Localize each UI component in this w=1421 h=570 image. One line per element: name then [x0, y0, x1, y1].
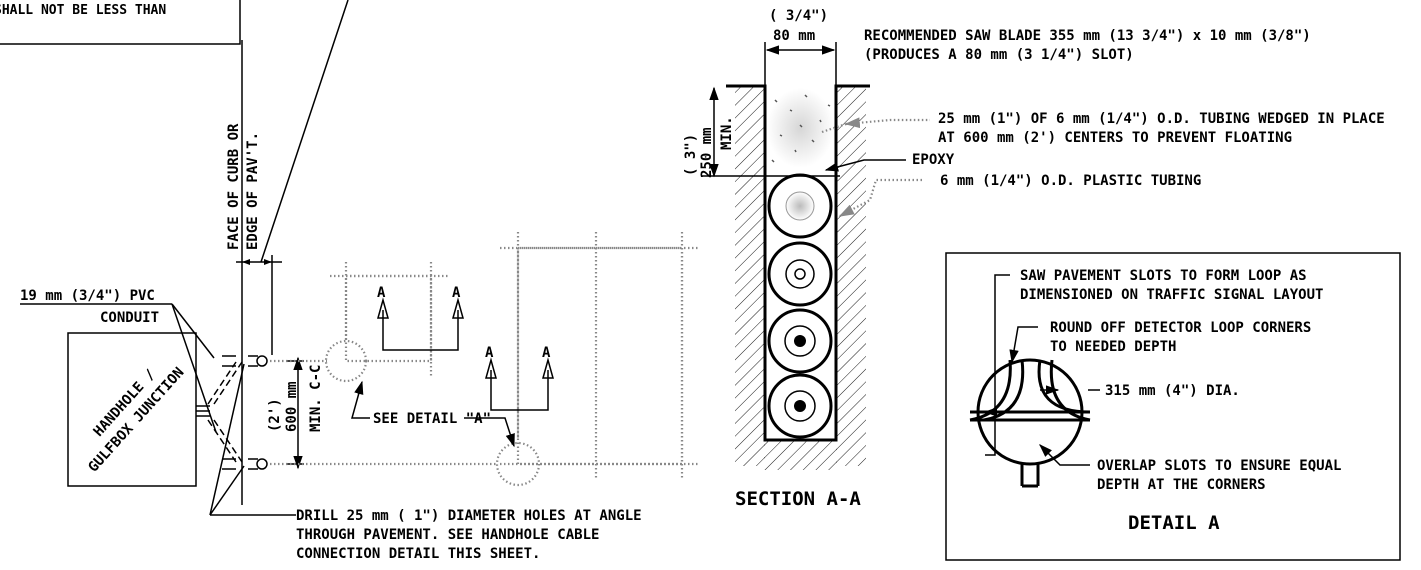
- section-markers: A A A A: [377, 285, 554, 411]
- slot-depth-min: MIN.: [719, 116, 735, 150]
- slot-depth-metric: 250 mm: [699, 127, 715, 178]
- detail-note-2-line1: ROUND OFF DETECTOR LOOP CORNERS: [1050, 320, 1311, 336]
- slot-width-imperial: ( 3/4"): [769, 8, 828, 24]
- saw-blade-note-2: (PRODUCES A 80 mm (3 1/4") SLOT): [864, 47, 1134, 63]
- slot-outline: [726, 84, 870, 442]
- face-of-curb-label-1: FACE OF CURB OR: [226, 123, 242, 250]
- detail-note-2-line2: TO NEEDED DEPTH: [1050, 339, 1176, 355]
- see-detail-label: SEE DETAIL "A": [373, 411, 491, 427]
- spacing-label-1: (2'): [267, 398, 283, 432]
- detail-note-1-line2: DIMENSIONED ON TRAFFIC SIGNAL LAYOUT: [1020, 287, 1323, 303]
- section-marker-a2: A: [452, 285, 461, 301]
- detail-circle-1: [324, 339, 368, 383]
- face-of-curb-label-2: EDGE OF PAV'T.: [245, 132, 261, 250]
- detail-note-3-line1: OVERLAP SLOTS TO ENSURE EQUAL: [1097, 458, 1341, 474]
- tubing-wedge-note-1: 25 mm (1") OF 6 mm (1/4") O.D. TUBING WE…: [938, 111, 1385, 127]
- detail-note-3-line2: DEPTH AT THE CORNERS: [1097, 477, 1266, 493]
- saw-blade-note-1: RECOMMENDED SAW BLADE 355 mm (13 3/4") x…: [864, 28, 1311, 44]
- detail-diameter-label: 315 mm (4") DIA.: [1105, 383, 1240, 399]
- detail-a-frame: [945, 252, 1401, 561]
- soil-hatch-left: [735, 86, 765, 466]
- pvc-label-2: CONDUIT: [100, 310, 159, 326]
- drill-note-2: THROUGH PAVEMENT. SEE HANDHOLE CABLE: [296, 527, 599, 543]
- section-marker-a1: A: [377, 285, 386, 301]
- tubing-wedge-note-2: AT 600 mm (2') CENTERS TO PREVENT FLOATI…: [938, 130, 1292, 146]
- drill-note-1: DRILL 25 mm ( 1") DIAMETER HOLES AT ANGL…: [296, 508, 642, 524]
- epoxy-label: EPOXY: [912, 152, 955, 168]
- slot-depth-imperial: ( 3"): [683, 134, 699, 176]
- handhole-box: [67, 332, 197, 487]
- detail-note-1-line1: SAW PAVEMENT SLOTS TO FORM LOOP AS: [1020, 268, 1307, 284]
- detail-circle-2: [495, 441, 541, 487]
- detail-title: DETAIL A: [1128, 512, 1220, 534]
- top-left-note-text: SHALL NOT BE LESS THAN: [0, 3, 166, 18]
- detail-a: SAW PAVEMENT SLOTS TO FORM LOOP AS DIMEN…: [945, 252, 1401, 561]
- epoxy-fill: [767, 88, 834, 168]
- soil-hatch-right: [836, 86, 866, 466]
- drill-note-3: CONNECTION DETAIL THIS SHEET.: [296, 546, 540, 562]
- section-marker-a4: A: [542, 345, 551, 361]
- top-left-note: SHALL NOT BE LESS THAN: [0, 0, 241, 45]
- pvc-label-1: 19 mm (3/4") PVC: [20, 288, 155, 304]
- slot-width-metric: 80 mm: [773, 28, 815, 44]
- section-marker-a3: A: [485, 345, 494, 361]
- section-title: SECTION A-A: [735, 488, 861, 510]
- spacing-label-3: MIN. C-C: [308, 365, 324, 432]
- detail-loop-drawing: [969, 358, 1091, 488]
- spacing-label-2: 600 mm: [284, 381, 300, 432]
- tubing-stack: [767, 173, 833, 439]
- section-a-a: ( 3/4") 80 mm ( 3") 250 mm MIN. RECOMMEN…: [683, 8, 1385, 510]
- leader-line-top: [260, 0, 349, 263]
- plastic-tubing-label: 6 mm (1/4") O.D. PLASTIC TUBING: [940, 173, 1201, 189]
- lead-in-saw-cut: [270, 359, 498, 466]
- plan-view: FACE OF CURB OR EDGE OF PAV'T. 19 mm (3/…: [20, 40, 700, 562]
